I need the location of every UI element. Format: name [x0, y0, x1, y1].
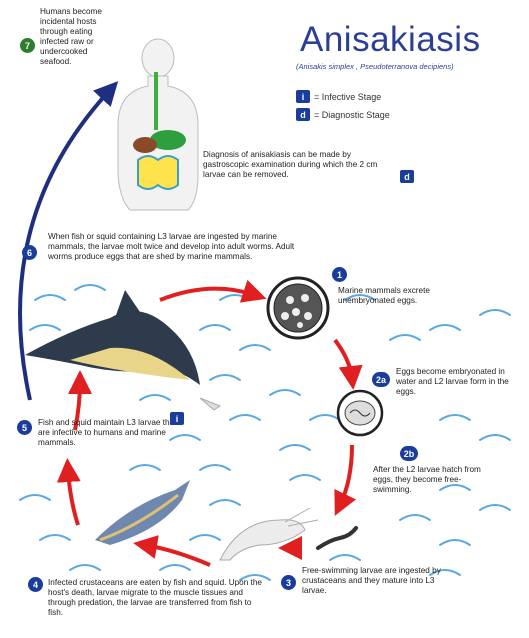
page-title: Anisakiasis [300, 20, 481, 60]
crustacean-icon [220, 508, 318, 560]
squid-icon [200, 398, 220, 410]
embryonated-egg-icon [338, 391, 382, 435]
marine-mammal-icon [25, 290, 200, 385]
step-3-text: Free-swimming larvae are ingested by cru… [302, 566, 442, 596]
legend-infective: i = Infective Stage [296, 90, 381, 103]
step-4-text: Infected crustaceans are eaten by fish a… [48, 578, 263, 618]
page-subtitle: (Anisakis simplex , Pseudoterranova deci… [296, 62, 454, 71]
step-7-badge: 7 [20, 38, 35, 53]
step-7-text: Humans become incidental hosts through e… [40, 7, 120, 67]
unembryonated-eggs-icon [268, 278, 328, 338]
human-silhouette-icon [118, 39, 198, 210]
step-6-badge: 6 [22, 245, 37, 260]
step-2b-badge: 2b [400, 446, 418, 461]
step-3-badge: 3 [281, 575, 296, 590]
free-larva-icon [318, 528, 356, 548]
step-4-badge: 4 [28, 577, 43, 592]
diagnostic-stage-icon: d [296, 108, 310, 121]
step-6-text: When fish or squid containing L3 larvae … [48, 232, 303, 262]
fish-icon [95, 480, 190, 545]
step-5-badge: 5 [17, 420, 32, 435]
legend-diagnostic: d = Diagnostic Stage [296, 108, 390, 121]
legend-infective-label: = Infective Stage [314, 92, 381, 102]
step-2a-badge: 2a [372, 372, 390, 387]
legend-diagnostic-label: = Diagnostic Stage [314, 110, 390, 120]
step-2b-text: After the L2 larvae hatch from eggs, the… [373, 465, 488, 495]
step-2a-text: Eggs become embryonated in water and L2 … [396, 367, 524, 397]
infective-stage-icon: i [296, 90, 310, 103]
step-5-infective-icon: i [170, 412, 184, 425]
step-5-text: Fish and squid maintain L3 larvae that a… [38, 418, 178, 448]
step-1-text: Marine mammals excrete unembryonated egg… [338, 286, 463, 306]
step-1-badge: 1 [332, 267, 347, 282]
diagnosis-text: Diagnosis of anisakiasis can be made by … [203, 150, 398, 180]
diagnosis-stage-icon: d [400, 170, 414, 183]
